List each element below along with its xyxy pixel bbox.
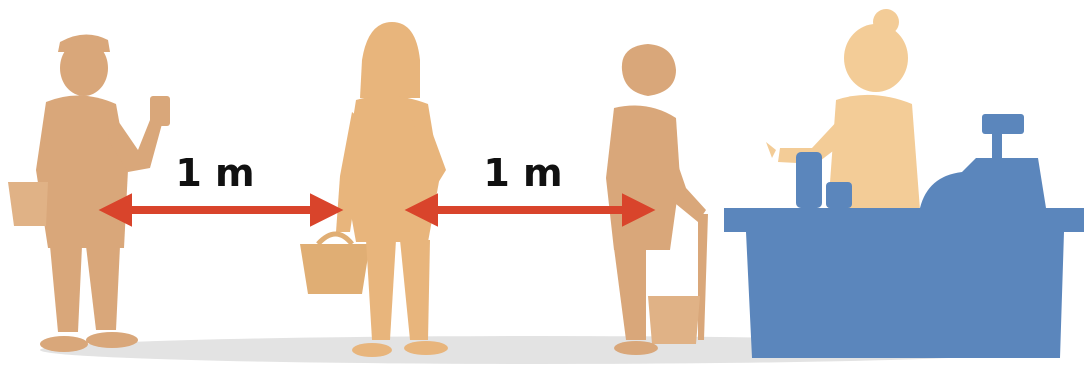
distance-label-1: 1 m xyxy=(175,151,254,195)
person-with-phone-icon xyxy=(8,34,170,352)
elderly-person-with-cane-icon xyxy=(606,44,708,355)
distance-label-2: 1 m xyxy=(483,151,562,195)
cashier-icon xyxy=(766,9,920,210)
person-with-basket-icon xyxy=(300,22,448,357)
